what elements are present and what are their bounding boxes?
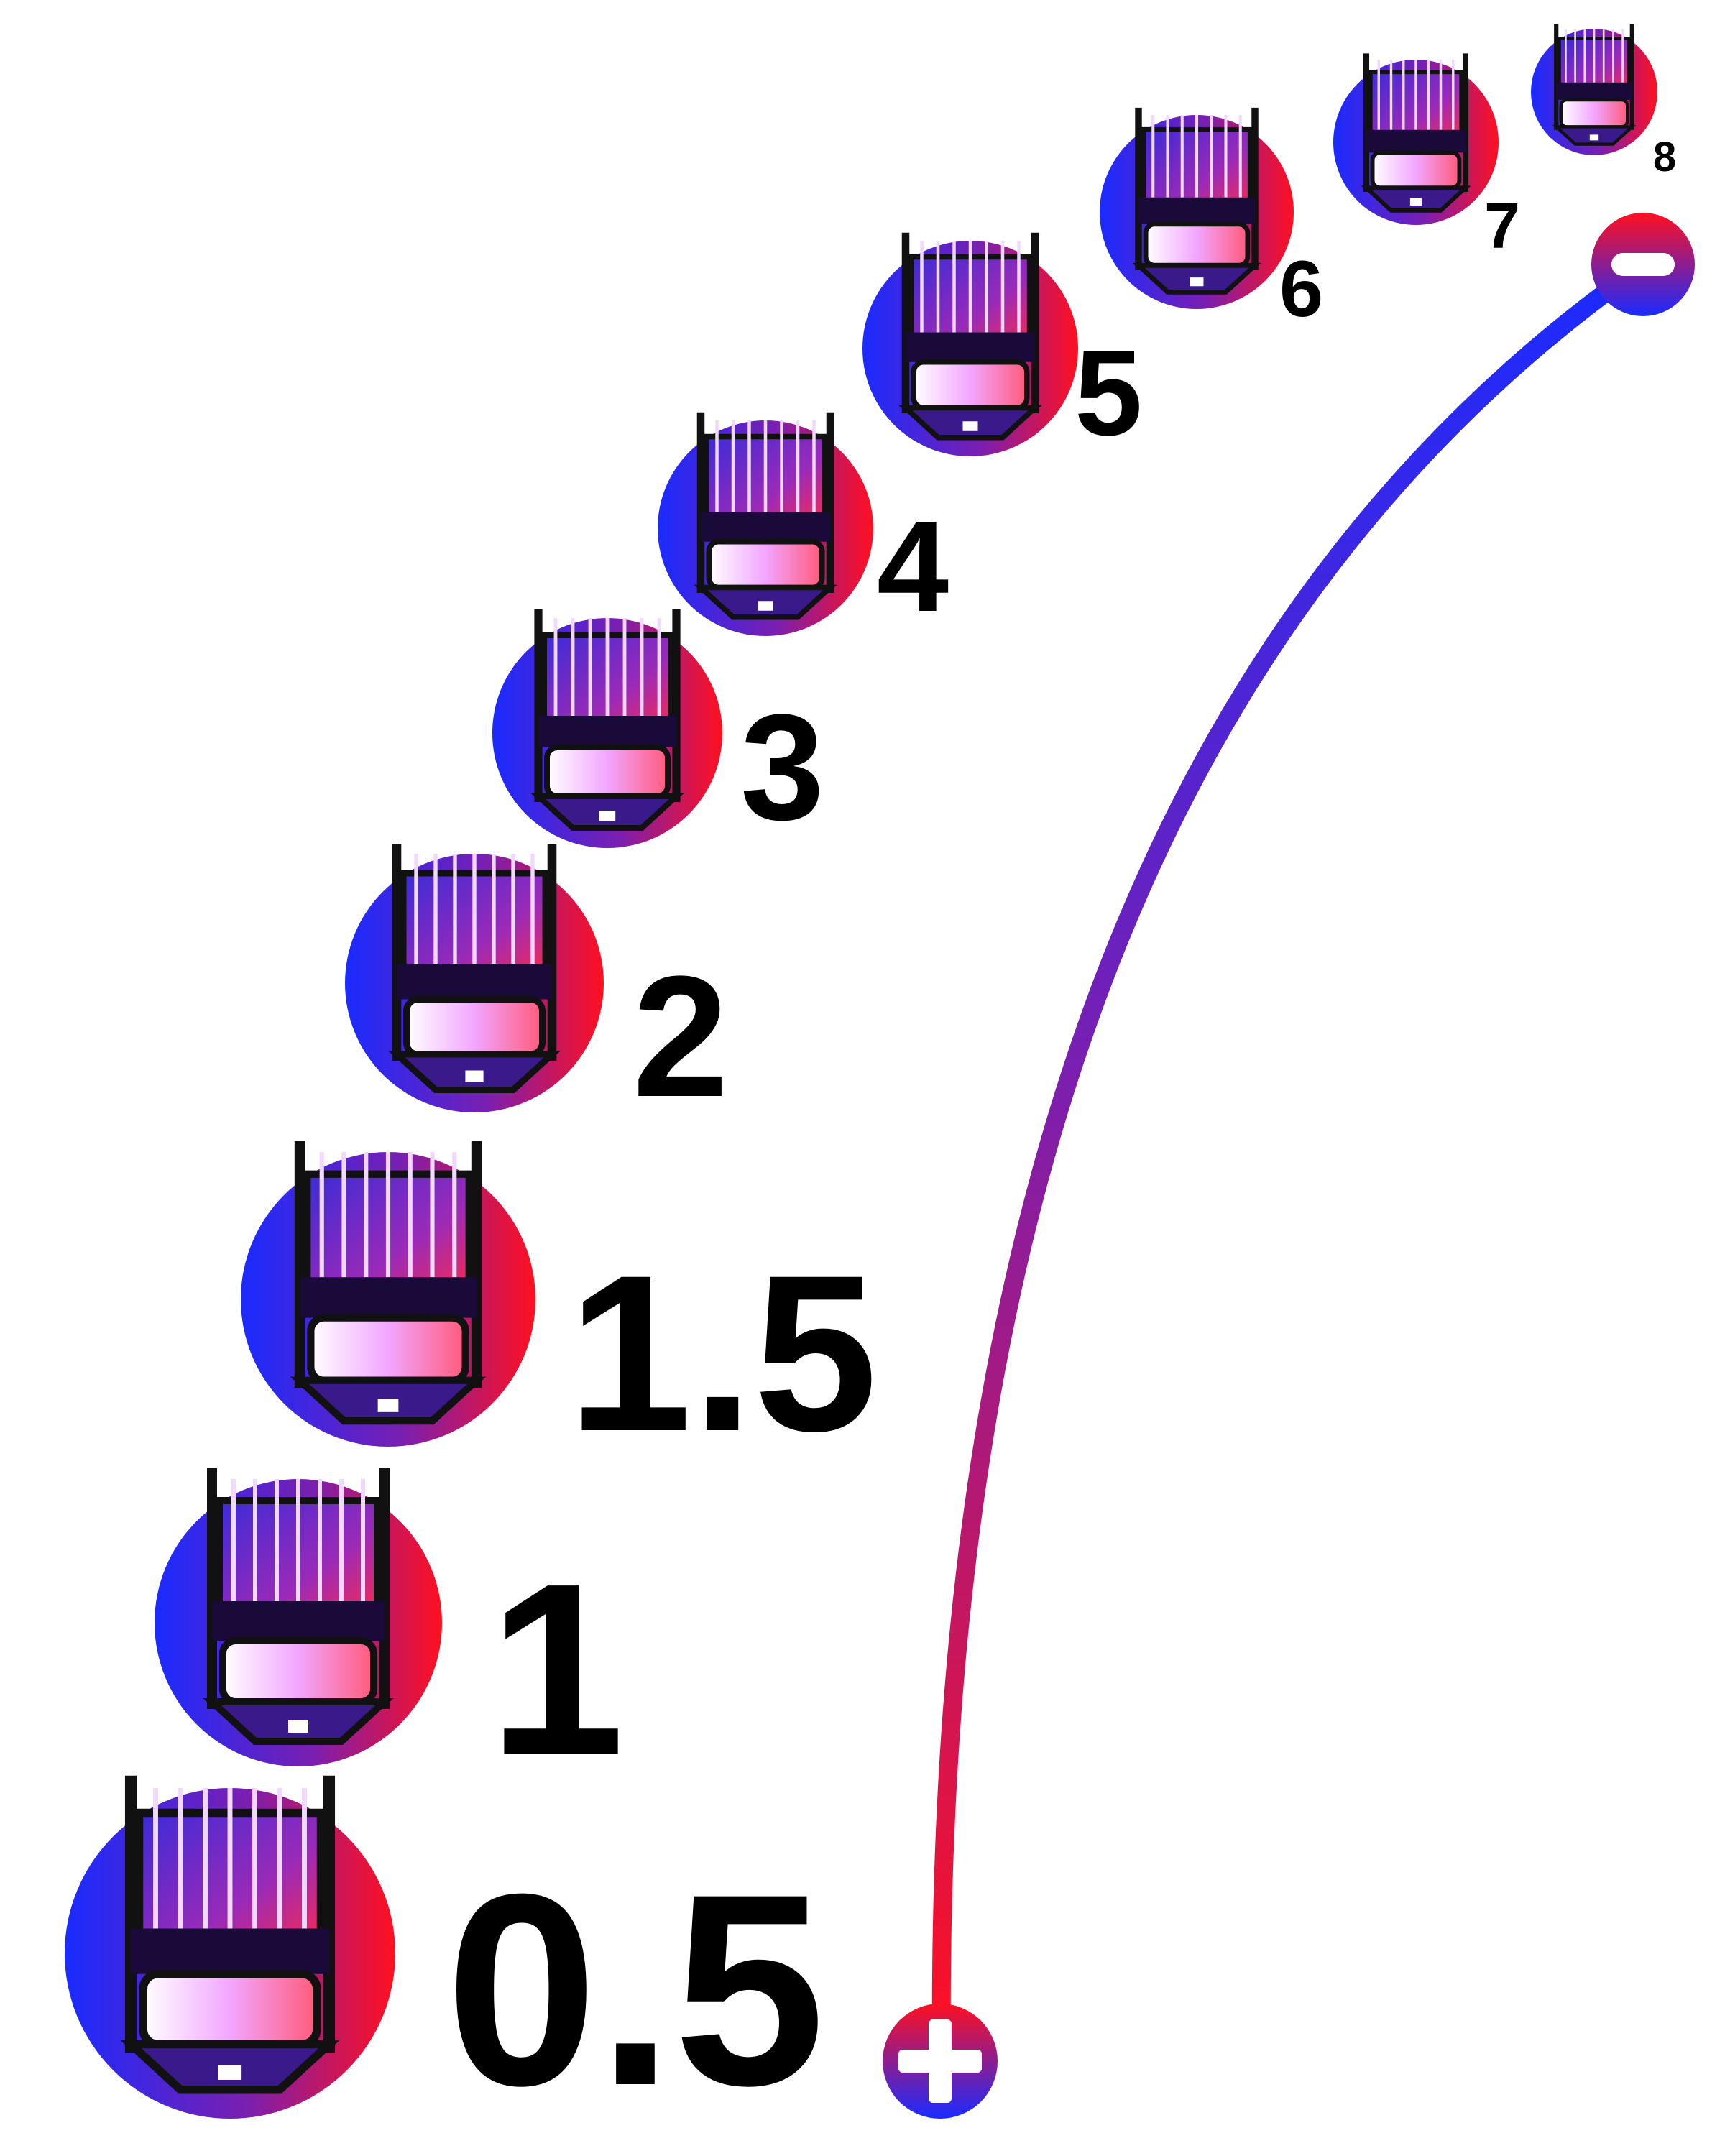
- clipper-guard-icon: [1552, 24, 1637, 146]
- clipper-guard-icon: [290, 1141, 487, 1425]
- clipper-guard-icon: [898, 232, 1042, 441]
- guard-size-label: 7: [1484, 190, 1520, 262]
- guard-item: 5: [862, 232, 1143, 461]
- clipper-guard-icon: [203, 1468, 394, 1745]
- guard-size-label: 5: [1075, 325, 1143, 461]
- clipper-guard-icon: [388, 844, 561, 1094]
- guard-size-label: 3: [740, 683, 824, 852]
- length-scale-arc: [932, 257, 1652, 2061]
- guard-item: 3: [492, 609, 824, 852]
- clipper-guard-icon: [1132, 107, 1261, 295]
- guard-item: 1.5: [241, 1141, 878, 1478]
- clipper-guard-icon: [1361, 53, 1471, 213]
- guard-item: 0.5: [65, 1775, 825, 2142]
- guard-item: 8: [1531, 24, 1676, 180]
- plus-icon: [883, 2004, 998, 2119]
- guard-item: 2: [345, 844, 728, 1133]
- guard-size-label: 0.5: [446, 1837, 825, 2142]
- guard-item: 1: [155, 1468, 625, 1806]
- guard-item: 6: [1100, 107, 1323, 333]
- guard-item: 4: [658, 412, 949, 639]
- clipper-guard-icon: [530, 609, 684, 831]
- guard-size-label: 8: [1653, 134, 1676, 180]
- length-scale: [883, 213, 1695, 2119]
- guard-size-label: 6: [1279, 245, 1323, 333]
- clipper-guard-icon: [120, 1775, 340, 2094]
- minus-icon: [1591, 213, 1695, 316]
- guard-size-label: 1.5: [568, 1228, 878, 1478]
- guard-size-label: 2: [632, 940, 728, 1133]
- guard-item: 7: [1333, 53, 1520, 262]
- clipper-guard-icon: [694, 412, 837, 620]
- guard-size-label: 4: [877, 494, 949, 639]
- guard-size-label: 1: [489, 1533, 625, 1806]
